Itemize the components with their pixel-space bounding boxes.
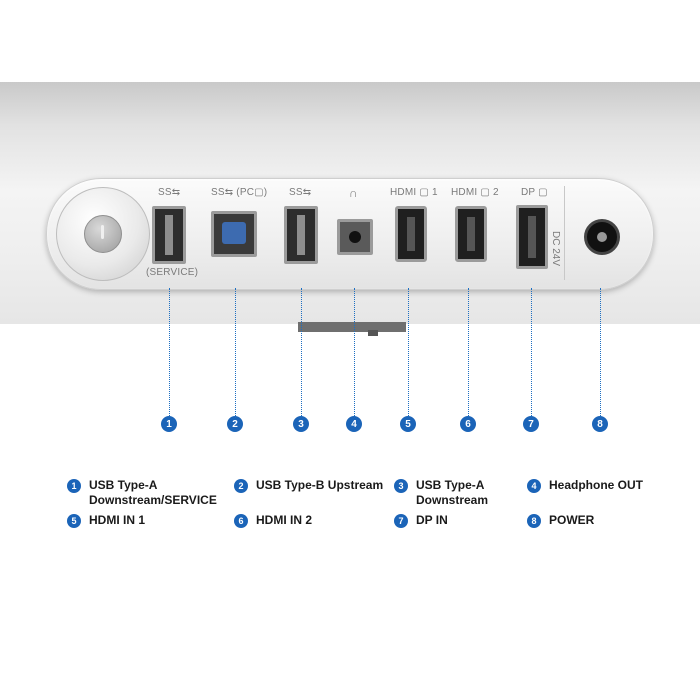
usb-b-top-label: SS⇆ (PC▢) — [211, 187, 268, 198]
legend-item-3: 3 USB Type-A Downstream — [394, 478, 488, 508]
dc-power-port — [584, 219, 620, 255]
legend-marker-8: 8 — [527, 514, 541, 528]
legend-label-5: HDMI IN 1 — [89, 513, 146, 527]
legend-item-6: 6 HDMI IN 2 — [234, 513, 312, 528]
usb-a-service-port — [152, 206, 186, 264]
leader-line-8 — [600, 288, 601, 416]
leader-line-1 — [169, 288, 170, 416]
usb-a-top-label: SS⇆ — [289, 187, 312, 198]
marker-2: 2 — [227, 416, 243, 432]
legend-item-2: 2 USB Type-B Upstream — [234, 478, 383, 493]
leader-line-6 — [468, 288, 469, 416]
leader-line-2 — [235, 288, 236, 416]
marker-4: 4 — [346, 416, 362, 432]
marker-7: 7 — [523, 416, 539, 432]
legend-item-4: 4 Headphone OUT — [527, 478, 643, 493]
headphone-port — [337, 219, 373, 255]
marker-6: 6 — [460, 416, 476, 432]
legend-label-4: Headphone OUT — [549, 478, 644, 492]
legend-marker-4: 4 — [527, 479, 541, 493]
legend-label-8: POWER — [549, 513, 595, 527]
usb-a-service-top-label: SS⇆ — [158, 187, 181, 198]
legend-item-8: 8 POWER — [527, 513, 594, 528]
power-button-icon — [84, 215, 122, 253]
legend-label-7: DP IN — [416, 513, 448, 527]
hdmi1-port — [395, 206, 427, 262]
hdmi1-top-label: HDMI ▢ 1 — [390, 187, 438, 198]
legend-marker-7: 7 — [394, 514, 408, 528]
stand-tab — [368, 330, 378, 336]
usb-b-port — [211, 211, 257, 257]
marker-8: 8 — [592, 416, 608, 432]
legend-label-6: HDMI IN 2 — [256, 513, 313, 527]
legend-label-3: USB Type-A Downstream — [416, 478, 489, 507]
panel-divider — [564, 186, 565, 280]
hdmi2-port — [455, 206, 487, 262]
legend-label-1: USB Type-A Downstream/SERVICE — [89, 478, 217, 507]
legend-marker-6: 6 — [234, 514, 248, 528]
marker-3: 3 — [293, 416, 309, 432]
stand-neck — [298, 322, 406, 332]
leader-line-7 — [531, 288, 532, 416]
usb-a-service-bottom-label: (SERVICE) — [146, 267, 199, 278]
leader-line-4 — [354, 288, 355, 416]
dc-24v-label: DC 24V — [550, 231, 561, 267]
usb-a-port — [284, 206, 318, 264]
legend-item-5: 5 HDMI IN 1 — [67, 513, 145, 528]
legend-marker-1: 1 — [67, 479, 81, 493]
legend-label-2: USB Type-B Upstream — [256, 478, 384, 492]
marker-5: 5 — [400, 416, 416, 432]
hdmi2-top-label: HDMI ▢ 2 — [451, 187, 499, 198]
leader-line-5 — [408, 288, 409, 416]
displayport-port — [516, 205, 548, 269]
legend-marker-2: 2 — [234, 479, 248, 493]
legend-marker-5: 5 — [67, 514, 81, 528]
dp-top-label: DP ▢ — [521, 187, 548, 198]
leader-line-3 — [301, 288, 302, 416]
legend-marker-3: 3 — [394, 479, 408, 493]
legend-item-7: 7 DP IN — [394, 513, 448, 528]
headphone-icon: ∩ — [349, 186, 358, 200]
legend-item-1: 1 USB Type-A Downstream/SERVICE — [67, 478, 217, 508]
marker-1: 1 — [161, 416, 177, 432]
